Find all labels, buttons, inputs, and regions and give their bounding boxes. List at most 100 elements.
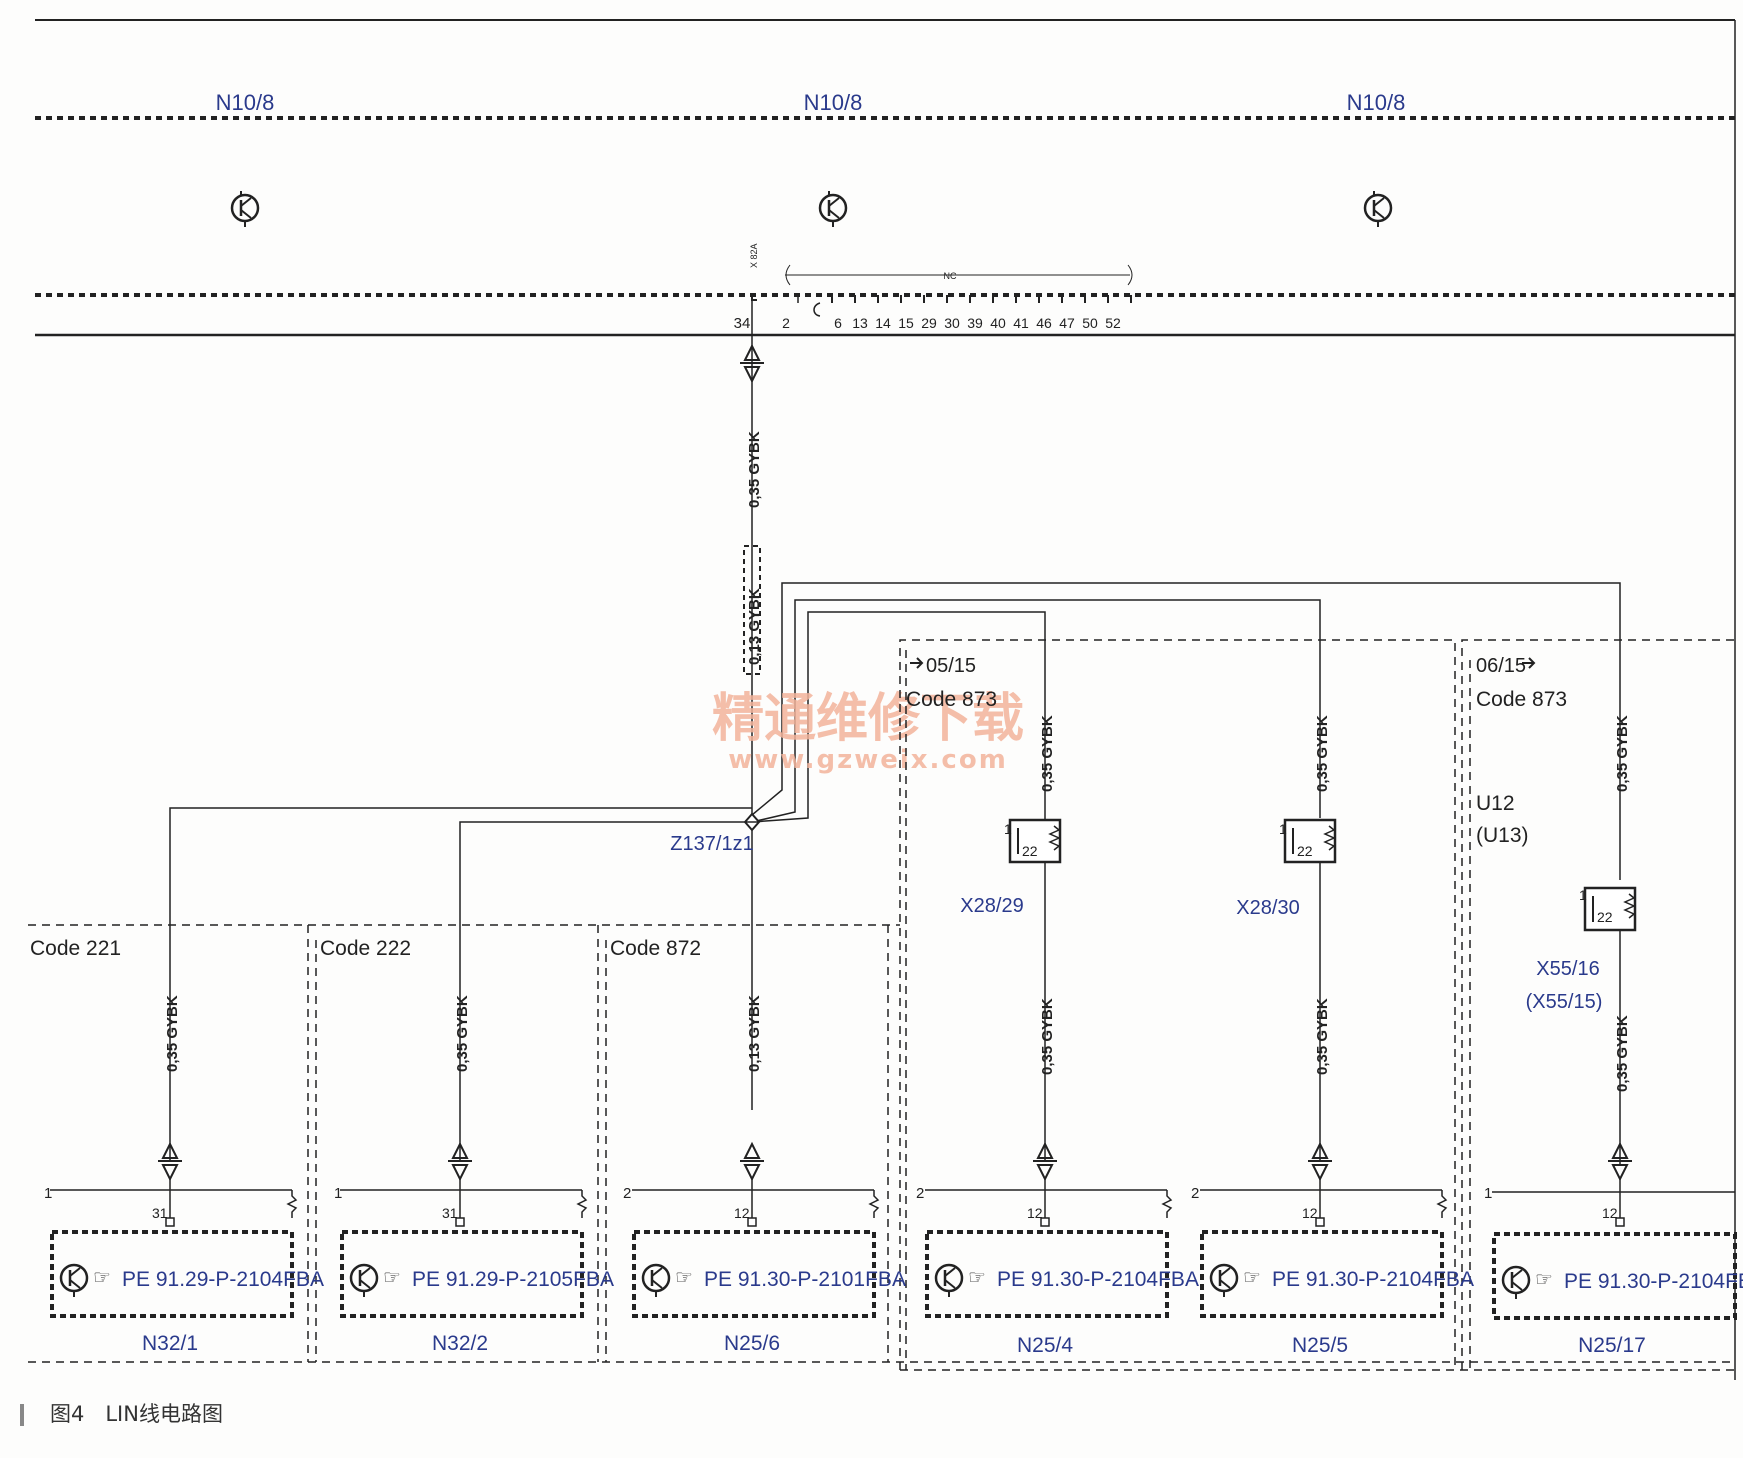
pin-34-label: 34 — [734, 315, 751, 332]
nc-bracket-right — [1127, 264, 1133, 286]
connector-x28-29 — [1008, 818, 1062, 864]
module-name-n25-6: N25/6 — [724, 1332, 780, 1355]
connector-side-pin: 1 — [1279, 821, 1287, 837]
module-ref-n25-17: PE 91.30-P-2104FBB — [1564, 1270, 1743, 1293]
section-code-05-15: Code 873 — [906, 688, 997, 711]
module-ref-n25-5: PE 91.30-P-2104FBA — [1272, 1268, 1474, 1291]
u12-label: U12 — [1476, 792, 1515, 815]
thin-wire-label: 0,13 GYBK — [746, 588, 763, 665]
wire-to-x28-29 — [751, 611, 1046, 823]
header-label-3: N10/8 — [1347, 90, 1406, 115]
watermark-cn: 精通维修下载 — [712, 689, 1024, 749]
pin-number: 6 — [834, 315, 842, 331]
pin-number: 14 — [875, 315, 891, 331]
module-n25-4 — [925, 1178, 1173, 1318]
pin-number: 41 — [1013, 315, 1029, 331]
caption-text: 图4 LIN线电路图 — [50, 1402, 223, 1426]
code-221-label: Code 221 — [30, 937, 121, 960]
wire-label-n32-2: 0,35 GYBK — [454, 995, 471, 1072]
wire-label-x28-30: 0,35 GYBK — [1314, 715, 1331, 792]
module-pin: 12 — [1302, 1205, 1318, 1221]
section-border-05-15 — [899, 639, 1456, 1370]
module-ref-n25-4: PE 91.30-P-2104FBA — [997, 1268, 1199, 1291]
code-872-label: Code 872 — [610, 937, 701, 960]
connector-pin: 22 — [1297, 843, 1313, 859]
section-border-06-15 — [1461, 639, 1735, 1370]
transistor-icon — [349, 1263, 379, 1297]
wire-label-x55-16: 0,35 GYBK — [1614, 715, 1631, 792]
wire-label-n25-4: 0,35 GYBK — [1039, 998, 1056, 1075]
module-ref-n32-1: PE 91.29-P-2104FBA — [122, 1268, 324, 1291]
module-pin: 31 — [442, 1205, 458, 1221]
hand-pointer-icon: ☞ — [383, 1267, 401, 1289]
pin-number: 52 — [1105, 315, 1121, 331]
module-n25-6 — [632, 1178, 880, 1318]
connector-arrow-icon — [740, 343, 764, 384]
module-name-n32-1: N32/1 — [142, 1332, 198, 1355]
transistor-icon — [230, 191, 260, 227]
pin-number: 39 — [967, 315, 983, 331]
connector-x55-16 — [1583, 886, 1637, 932]
section-date-06-15: 06/15 — [1476, 655, 1526, 677]
nc-label: NC — [944, 271, 957, 281]
module-side-pin: 2 — [916, 1185, 924, 1202]
connector-arrow-icon — [448, 1141, 472, 1182]
module-pin: 12 — [1602, 1205, 1618, 1221]
connector-arrow-icon — [158, 1141, 182, 1182]
figure-caption: 图4 LIN线电路图 — [20, 1398, 223, 1428]
pin-number: 29 — [921, 315, 937, 331]
connector-arrow-icon — [1308, 1141, 1332, 1182]
hand-pointer-icon: ☞ — [1535, 1269, 1553, 1291]
splice-icon — [743, 812, 761, 832]
connector-label-x55-15: (X55/15) — [1526, 991, 1603, 1013]
module-name-n32-2: N32/2 — [432, 1332, 488, 1355]
transistor-icon — [59, 1263, 89, 1297]
connector-x28-30 — [1283, 818, 1337, 864]
module-name-n25-17: N25/17 — [1578, 1334, 1646, 1357]
module-pin: 31 — [152, 1205, 168, 1221]
module-pin: 12 — [1027, 1205, 1043, 1221]
transistor-icon — [1363, 191, 1393, 227]
u13-label: (U13) — [1476, 824, 1529, 847]
connector-side-pin: 1 — [1004, 821, 1012, 837]
wire-to-x55-16 — [751, 582, 1621, 880]
transistor-icon — [1209, 1263, 1239, 1297]
wire-label-x28-29: 0,35 GYBK — [1039, 715, 1056, 792]
module-n25-5 — [1200, 1178, 1448, 1318]
connector-label-x28-29: X28/29 — [960, 895, 1023, 917]
module-side-pin: 1 — [1484, 1185, 1492, 1202]
pin-number: 13 — [852, 315, 868, 331]
pin-number: 2 — [782, 315, 790, 331]
pin-number: 47 — [1059, 315, 1075, 331]
arrow-right-icon — [910, 657, 924, 669]
module-side-pin: 1 — [334, 1185, 342, 1202]
module-side-pin: 2 — [1191, 1185, 1199, 1202]
module-name-n25-5: N25/5 — [1292, 1334, 1348, 1357]
wire-label-n25-5: 0,35 GYBK — [1314, 998, 1331, 1075]
module-n25-17 — [1492, 1178, 1737, 1320]
header-label-2: N10/8 — [804, 90, 863, 115]
wire-to-x28-30 — [751, 599, 1321, 823]
section-date-05-15: 05/15 — [926, 655, 976, 677]
main-wire-label: 0,35 GYBK — [746, 431, 763, 508]
watermark-url: www.gzweix.com — [728, 745, 1008, 775]
connector-label-x55-16: X55/16 — [1536, 958, 1599, 980]
connector-pin: 22 — [1022, 843, 1038, 859]
module-side-pin: 1 — [44, 1185, 52, 1202]
pin-number: 50 — [1082, 315, 1098, 331]
wire-label-n25-6: 0,13 GYBK — [746, 995, 763, 1072]
pin-number: 15 — [898, 315, 914, 331]
wire-label-n25-17: 0,35 GYBK — [1614, 1015, 1631, 1092]
code-222-label: Code 222 — [320, 937, 411, 960]
nc-bracket-left — [785, 264, 791, 286]
module-name-n25-4: N25/4 — [1017, 1334, 1073, 1357]
module-side-pin: 2 — [623, 1185, 631, 1202]
hand-pointer-icon: ☞ — [675, 1267, 693, 1289]
pin-number: 40 — [990, 315, 1006, 331]
pin-number: 30 — [944, 315, 960, 331]
pin-number-row: 2 6 13 14 15 29 30 39 40 41 46 47 50 52 — [782, 315, 1121, 331]
connector-arrow-icon — [740, 1141, 764, 1182]
pin-tick-marks — [831, 295, 1132, 303]
